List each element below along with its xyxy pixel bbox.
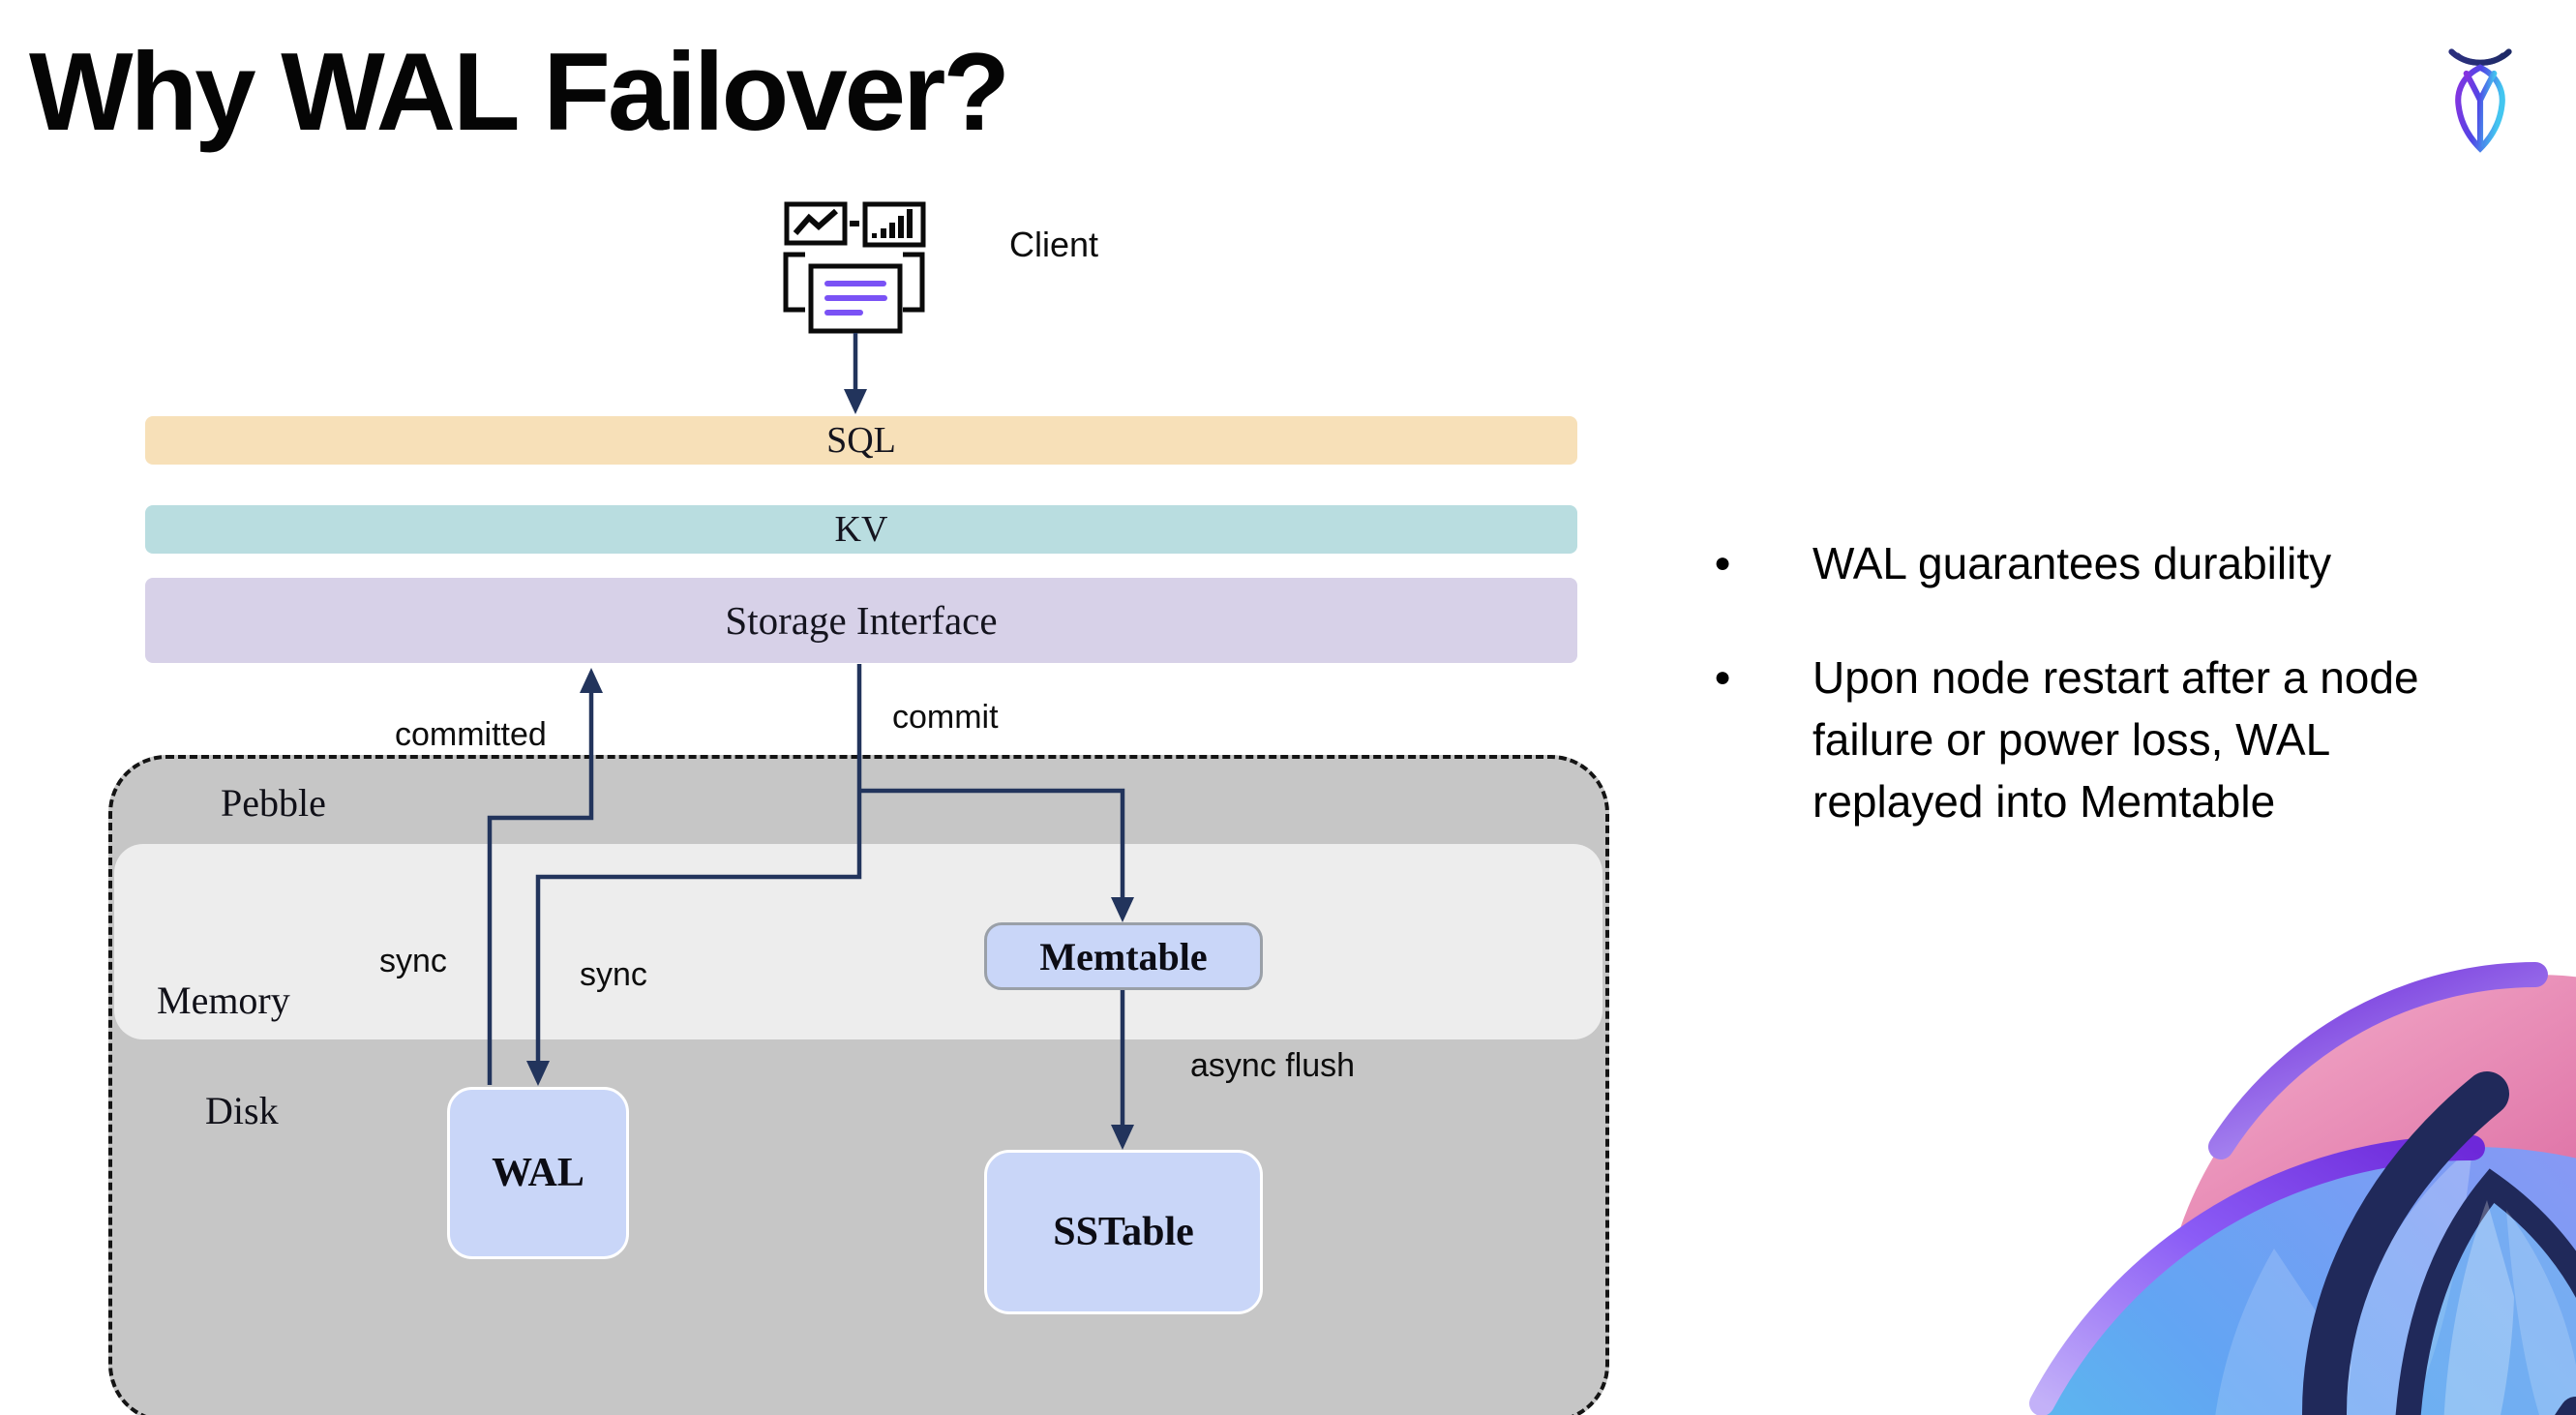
committed-edge-label: committed: [395, 716, 547, 753]
sstable-node-label: SSTable: [1053, 1210, 1194, 1254]
blue-sphere-petal: [2333, 1147, 2472, 1415]
blue-sphere: [2039, 1147, 2576, 1415]
sstable-node: SSTable: [984, 1150, 1263, 1314]
logo-antenna-right: [2454, 48, 2512, 66]
roach-leaf-petal: [2443, 1200, 2514, 1415]
bracket-right-icon: [903, 252, 925, 313]
document-text-lines: [824, 281, 887, 316]
bullet-list: ● WAL guarantees durability ● Upon node …: [1689, 532, 2560, 832]
sync-right-edge-label: sync: [580, 956, 647, 993]
logo-vein: [2463, 70, 2498, 148]
async-flush-edge-label: async flush: [1190, 1047, 1356, 1084]
pebble-label: Pebble: [221, 781, 326, 825]
bullet-text: WAL guarantees durability: [1812, 538, 2332, 588]
disk-label: Disk: [205, 1089, 279, 1132]
line-chart-icon: [784, 201, 848, 246]
layer-kv: KV: [145, 505, 1577, 554]
list-item: ● Upon node restart after a node failure…: [1689, 647, 2560, 832]
pink-sphere-arc: [2208, 962, 2548, 1159]
list-item: ● WAL guarantees durability: [1689, 532, 2560, 594]
line-chart-glyph: [793, 208, 838, 235]
client-label: Client: [1009, 225, 1099, 264]
bar-chart-glyph: [872, 209, 913, 238]
layer-storage-interface-label: Storage Interface: [725, 598, 998, 643]
layer-kv-label: KV: [834, 509, 888, 550]
sync-left-edge-label: sync: [379, 943, 447, 979]
roach-leaf-petal: [2506, 1210, 2576, 1415]
wal-node-label: WAL: [492, 1151, 584, 1195]
bullet-dot-icon: ●: [1714, 547, 1732, 579]
layer-sql: SQL: [145, 416, 1577, 465]
brand-spheres-art: [2029, 962, 2576, 1415]
memtable-node: Memtable: [984, 922, 1263, 990]
bracket-left-icon: [783, 252, 805, 313]
memtable-node-label: Memtable: [1039, 934, 1208, 978]
page-title: Why WAL Failover?: [29, 31, 1010, 154]
layer-storage-interface: Storage Interface: [145, 578, 1577, 663]
roach-leaf: [2395, 1168, 2576, 1415]
layer-sql-label: SQL: [826, 420, 896, 461]
cockroachdb-logo-icon: [2448, 48, 2512, 153]
wal-node: WAL: [447, 1087, 629, 1259]
commit-edge-label: commit: [892, 699, 999, 736]
client-workstation-icon: [783, 201, 926, 334]
bullet-dot-icon: ●: [1714, 661, 1732, 693]
memory-label: Memory: [157, 978, 290, 1022]
logo-body: [2455, 64, 2505, 153]
roach-body-curve: [2301, 1071, 2509, 1415]
memory-band: [114, 844, 1603, 1039]
bullet-text: Upon node restart after a node failure o…: [1812, 652, 2419, 827]
